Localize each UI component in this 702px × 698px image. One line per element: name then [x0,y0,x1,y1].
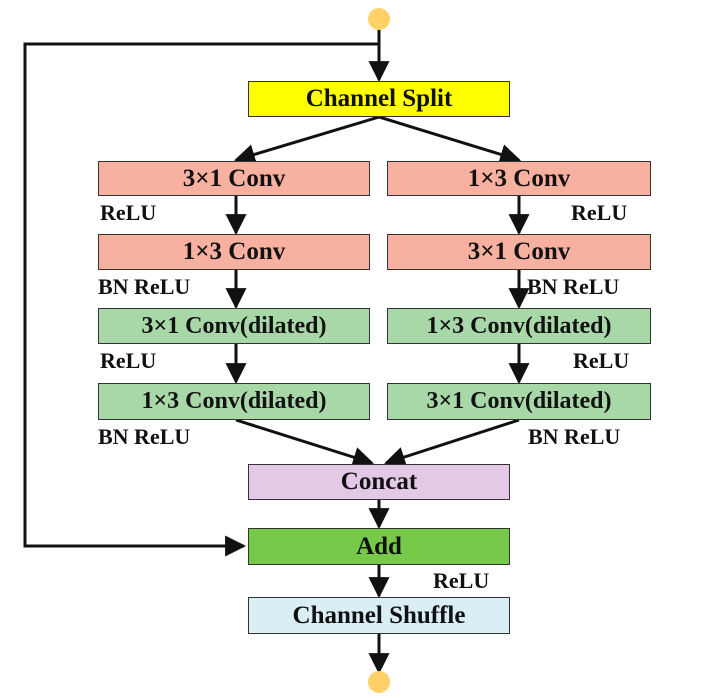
right-conv-3x1-box: 3×1 Conv [387,234,651,270]
arrow-right-to-concat [384,418,520,468]
right-bn-relu-label-2: BN ReLU [528,424,621,449]
left-conv-3x1-box: 3×1 Conv [98,161,370,196]
input-node [368,8,390,30]
concat-box: Concat [248,464,510,500]
right-relu-label-1: ReLU [571,200,628,225]
right-bn-relu-label-1: BN ReLU [527,274,620,299]
left-bn-relu-label-1: BN ReLU [98,274,191,299]
right-dilated-conv-1x3-box: 1×3 Conv(dilated) [387,308,651,344]
skip-connection-line [23,42,379,557]
arrow-split-to-right [378,115,522,165]
arrow-split-to-left [233,115,380,165]
right-conv-1x3-box: 1×3 Conv [387,161,651,196]
left-dilated-conv-3x1-box: 3×1 Conv(dilated) [98,308,370,344]
right-relu-label-2: ReLU [573,348,630,373]
arrow-left-to-concat [235,418,375,468]
channel-split-box: Channel Split [248,81,510,117]
left-bn-relu-label-2: BN ReLU [98,424,191,449]
add-relu-label: ReLU [433,568,490,593]
output-node [368,671,390,693]
left-relu-label-1: ReLU [100,200,157,225]
left-dilated-conv-1x3-box: 1×3 Conv(dilated) [98,383,370,420]
channel-shuffle-box: Channel Shuffle [248,597,510,634]
right-dilated-conv-3x1-box: 3×1 Conv(dilated) [387,383,651,420]
add-box: Add [248,528,510,565]
left-relu-label-2: ReLU [100,348,157,373]
left-conv-1x3-box: 1×3 Conv [98,234,370,270]
